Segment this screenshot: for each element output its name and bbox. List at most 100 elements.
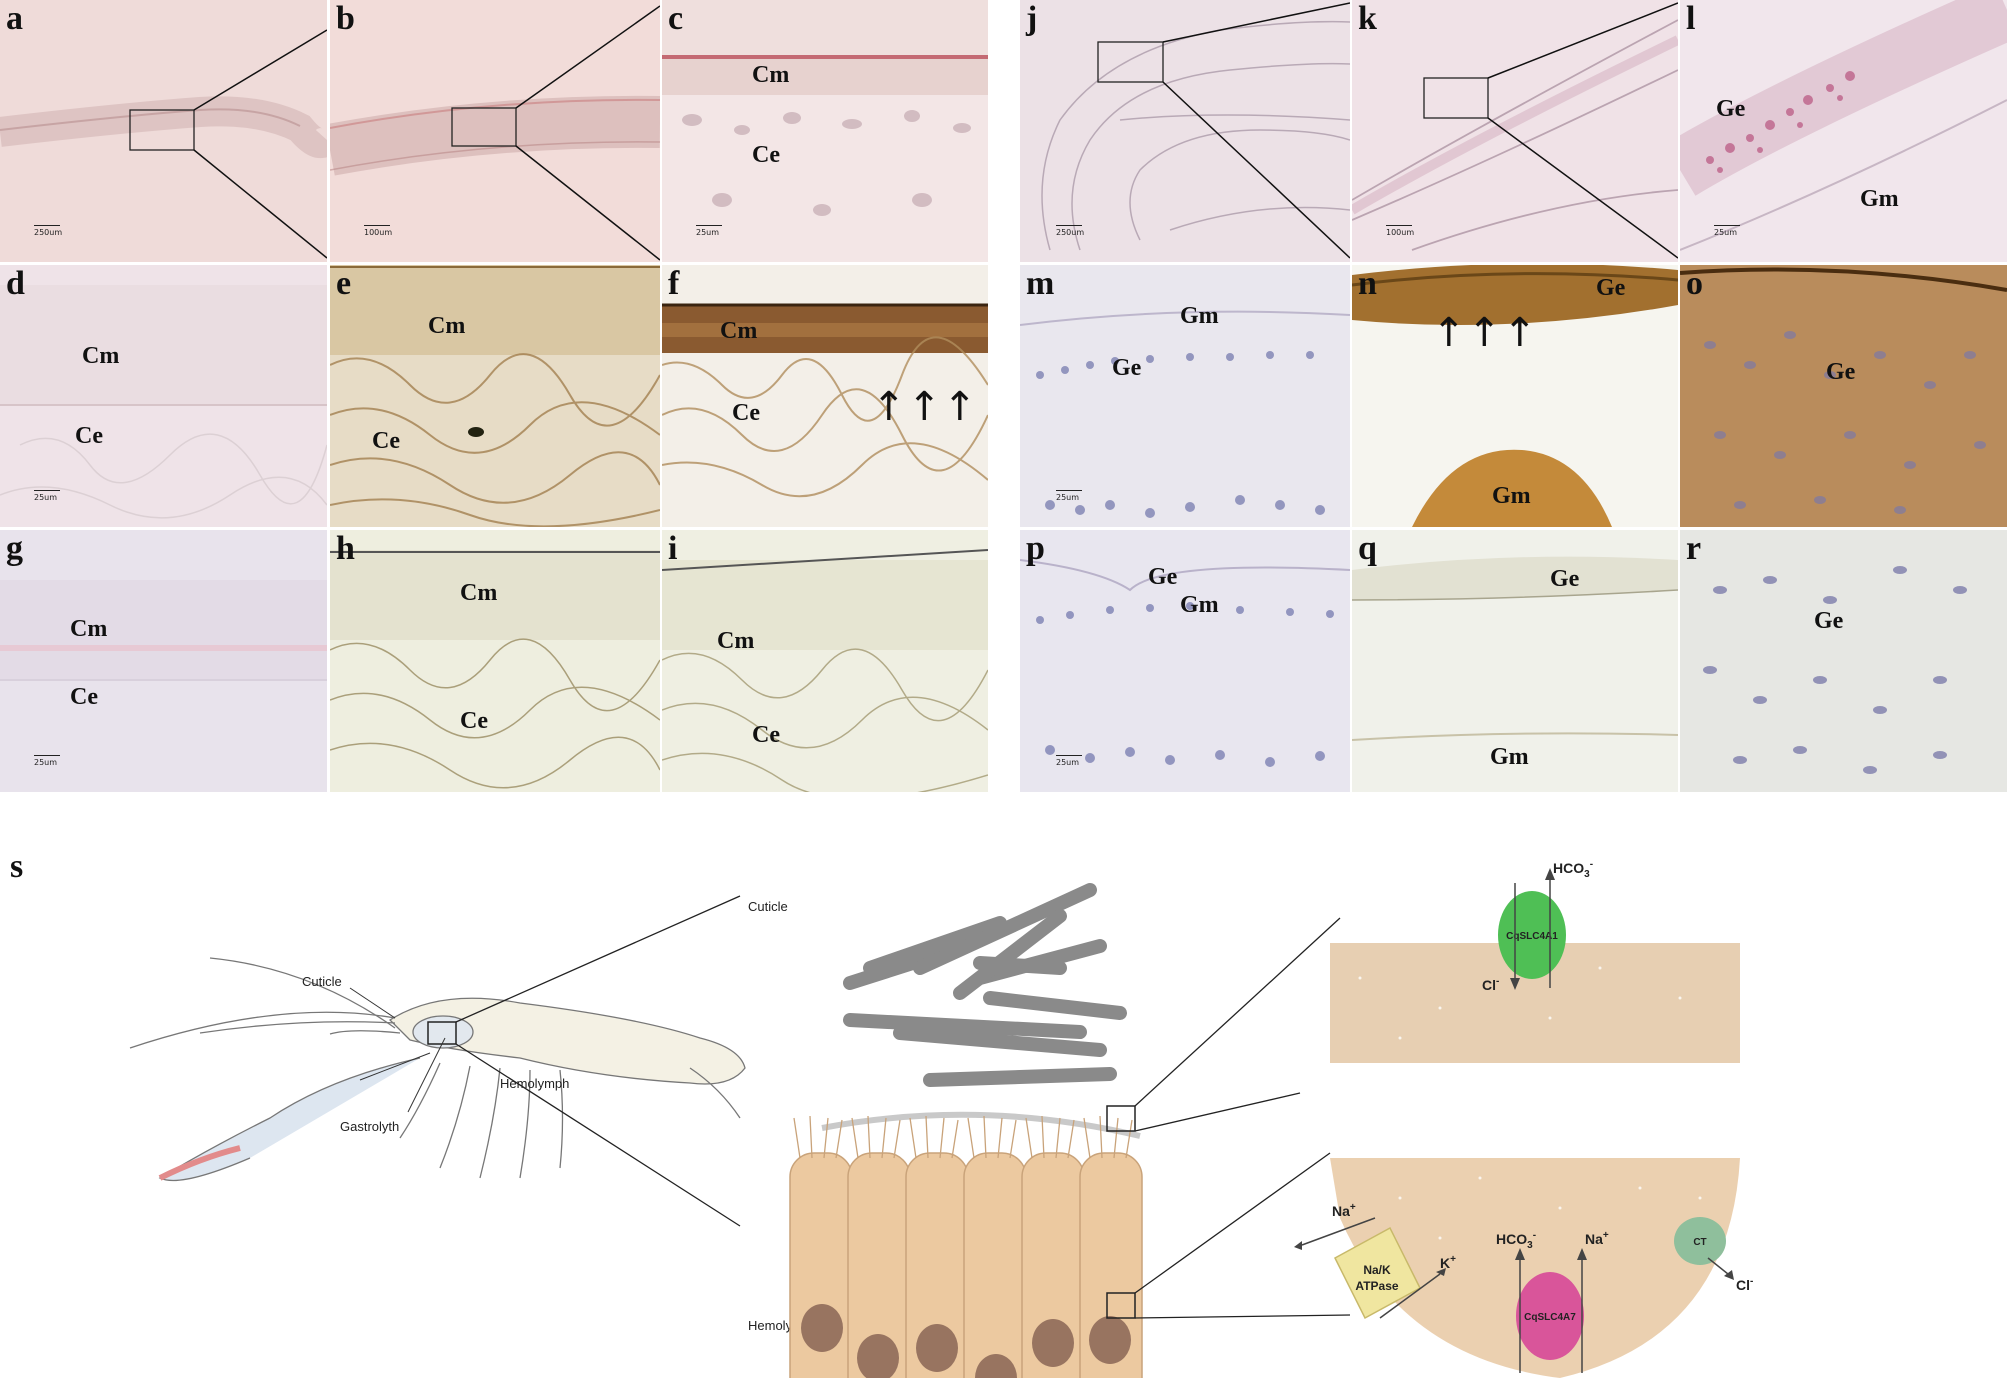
panel-h: h Cm Ce — [330, 530, 660, 792]
panel-c-image — [662, 55, 988, 262]
panel-k-image — [1352, 2, 1678, 259]
panel-label: o — [1686, 265, 1703, 302]
panel-n-image — [1352, 265, 1678, 527]
panel-label: m — [1026, 265, 1055, 302]
panel-label: f — [668, 265, 680, 302]
ion-cl-text: Cl — [1482, 977, 1496, 993]
tissue-label-gm: Gm — [1860, 186, 1899, 212]
ion-hco3-subscript: 3 — [1584, 869, 1590, 880]
panel-label: b — [336, 0, 355, 37]
panel-label: g — [6, 530, 23, 567]
cqslc4a1-label: CqSLC4A1 — [1506, 931, 1558, 942]
panel-i-image — [662, 549, 988, 792]
panel-label: r — [1686, 530, 1702, 567]
panel-label: i — [668, 530, 678, 567]
panel-q: q Ge Gm — [1352, 530, 1678, 792]
panel-j-image — [1041, 2, 1350, 259]
arrow-markers: ↑↑↑ — [1432, 310, 1539, 356]
tissue-label-cm: Cm — [70, 616, 108, 642]
tissue-label-cm: Cm — [720, 318, 758, 344]
ion-hco3b-text: HCO — [1496, 1231, 1527, 1247]
tissue-label-ge: Ge — [1550, 566, 1580, 592]
panel-label: j — [1026, 0, 1038, 37]
panel-q-image — [1352, 556, 1678, 741]
scale-bar-text: 250um — [34, 225, 63, 237]
panel-k: k 100um — [1352, 0, 1678, 262]
nak-atpase-transporter: Na/K ATPase — [1334, 1226, 1421, 1320]
tissue-label-ge: Ge — [1814, 608, 1844, 634]
ion-hco3b-charge: - — [1533, 1230, 1536, 1241]
ion-cl-ct-charge: - — [1750, 1276, 1753, 1287]
ion-k-text: K — [1440, 1255, 1450, 1271]
tissue-label-ce: Ce — [752, 722, 780, 748]
panel-label: n — [1358, 265, 1377, 302]
scale-bar-text: 25um — [1056, 490, 1083, 502]
panel-f-image — [662, 303, 988, 498]
tissue-label-ge: Ge — [1596, 275, 1626, 301]
scale-bar-text: 100um — [1386, 225, 1415, 237]
tissue-label-cm: Cm — [460, 580, 498, 606]
panel-d: d Cm Ce 25um — [0, 265, 327, 527]
panel-b-image — [330, 5, 660, 261]
chitin-fibers — [843, 883, 1127, 1087]
panel-label: e — [336, 265, 352, 302]
panel-p-image — [1020, 559, 1350, 767]
panel-n: n Ge Gm ↑↑↑ — [1352, 265, 1678, 527]
panel-o: o Ge — [1680, 265, 2007, 527]
svg-text:HCO3-: HCO3- — [1553, 859, 1593, 880]
ion-cl-charge: - — [1496, 976, 1499, 987]
scale-bar-text: 25um — [1056, 755, 1083, 767]
ion-na-left-text: Na — [1332, 1203, 1350, 1219]
panel-j: j 250um — [1020, 0, 1350, 262]
ct-label: CT — [1693, 1237, 1706, 1248]
basolateral-membrane — [1330, 1158, 1740, 1378]
ion-hco3-charge: - — [1590, 859, 1593, 870]
ion-hco3-text: HCO — [1553, 860, 1584, 876]
panel-d-image — [0, 285, 327, 519]
crayfish-label-cuticle: Cuticle — [302, 974, 342, 989]
panel-label: h — [336, 530, 355, 567]
svg-text:Na+: Na+ — [1332, 1202, 1356, 1219]
panel-m: m Gm Ge 25um — [1020, 265, 1350, 527]
tissue-label-gm: Gm — [1490, 744, 1529, 770]
svg-text:Cl-: Cl- — [1736, 1276, 1753, 1293]
panel-a: a 250um — [0, 0, 327, 262]
panel-c: c Cm Ce 25um — [662, 0, 988, 262]
panel-h-image — [330, 550, 660, 789]
scale-bar-text: 250um — [1056, 225, 1085, 237]
tissue-label-gm: Gm — [1492, 483, 1531, 509]
panel-label: p — [1026, 530, 1045, 567]
panel-label: d — [6, 265, 25, 302]
tissue-label-gm: Gm — [1180, 592, 1219, 618]
panel-g: g Cm Ce 25um — [0, 530, 327, 792]
ion-hco3b-subscript: 3 — [1527, 1240, 1533, 1251]
tissue-label-cm: Cm — [717, 628, 755, 654]
tissue-label-ce: Ce — [372, 428, 400, 454]
panel-label: q — [1358, 530, 1377, 567]
scale-bar-text: 25um — [696, 225, 723, 237]
panel-o-image — [1680, 267, 2007, 514]
ion-na-right-text: Na — [1585, 1231, 1603, 1247]
panel-m-image — [1020, 310, 1350, 518]
tissue-label-gm: Gm — [1180, 303, 1219, 329]
crayfish-illustration — [129, 957, 746, 1182]
cell-label-cuticle: Cuticle — [748, 899, 788, 914]
ion-na-right-charge: + — [1603, 1230, 1609, 1241]
tissue-label-cm: Cm — [428, 313, 466, 339]
tissue-label-ce: Ce — [75, 423, 103, 449]
cuticle-layer — [821, 1111, 1141, 1139]
panel-g-image — [0, 580, 327, 681]
ion-na-left-charge: + — [1350, 1202, 1356, 1213]
panel-label: a — [6, 0, 23, 37]
panel-e: e Cm Ce — [330, 265, 660, 527]
panel-b: b 100um — [330, 0, 660, 262]
cell-nuclei — [801, 1304, 1131, 1378]
scale-bar-text: 25um — [34, 490, 61, 502]
cqslc4a7-label: CqSLC4A7 — [1524, 1312, 1576, 1323]
svg-text:Na+: Na+ — [1585, 1230, 1609, 1247]
apical-zoom-box — [1106, 1105, 1136, 1132]
tissue-label-ce: Ce — [70, 684, 98, 710]
panel-label: c — [668, 0, 684, 37]
panel-p: p Ge Gm 25um — [1020, 530, 1350, 792]
scale-bar-text: 100um — [364, 225, 393, 237]
